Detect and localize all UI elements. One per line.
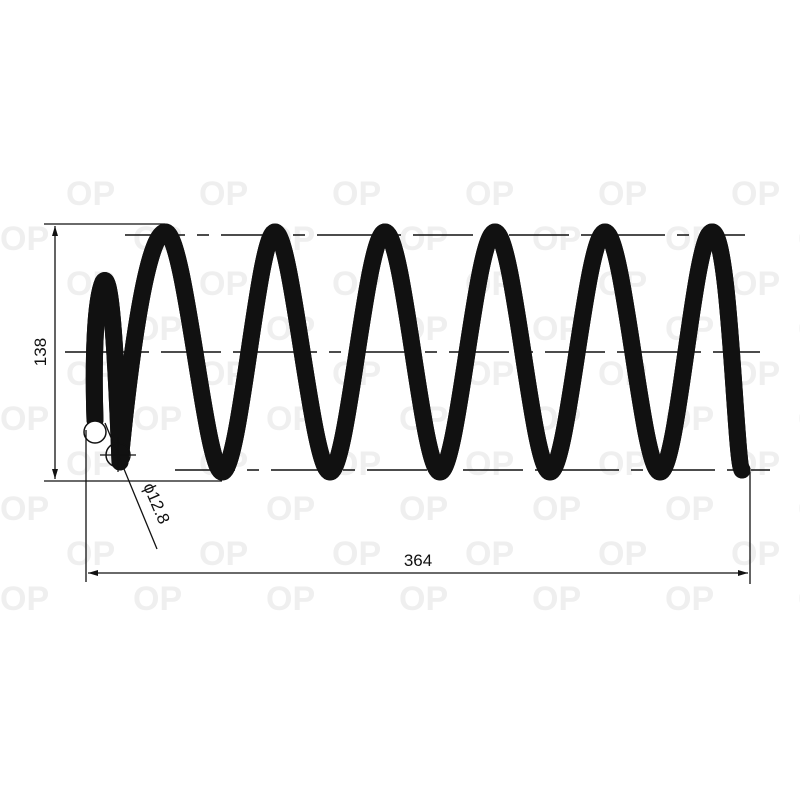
watermark-text: OP	[266, 490, 315, 528]
arrow-down	[52, 469, 58, 479]
watermark-text: OP	[0, 580, 49, 618]
watermark-text: OP	[532, 490, 581, 528]
arrow-left	[88, 570, 98, 576]
watermark-text: OP	[66, 175, 115, 213]
length-dimension-label: 364	[404, 551, 432, 570]
watermark-text: OP	[66, 535, 115, 573]
watermark-text: OP	[0, 220, 49, 258]
watermark-text: OP	[465, 535, 514, 573]
watermark-text: OP	[0, 400, 49, 438]
watermark-text: OP	[133, 580, 182, 618]
arrow-up	[52, 226, 58, 236]
height-dimension-label: 138	[31, 338, 50, 366]
watermark-text: OP	[798, 490, 800, 528]
spring-coil	[94, 232, 742, 472]
diameter-leader	[104, 422, 158, 550]
watermark-text: OP	[199, 175, 248, 213]
watermark-text: OP	[665, 580, 714, 618]
watermark-text: OP	[266, 580, 315, 618]
watermark-text: OP	[199, 265, 248, 303]
watermark-text: OP	[798, 580, 800, 618]
watermark-text: OP	[798, 400, 800, 438]
watermark-text: OP	[598, 175, 647, 213]
watermark-text: OP	[199, 535, 248, 573]
watermark-text: OP	[798, 310, 800, 348]
watermark-text: OP	[332, 175, 381, 213]
watermark-text: OP	[465, 175, 514, 213]
watermark-text: OP	[532, 220, 581, 258]
watermark-text: OP	[0, 490, 49, 528]
watermark-text: OP	[731, 265, 780, 303]
watermark-text: OP	[399, 220, 448, 258]
watermark-text: OP	[798, 220, 800, 258]
watermark-text: OP	[731, 535, 780, 573]
watermark-text: OP	[399, 580, 448, 618]
watermark-text: OP	[532, 580, 581, 618]
watermark-text: OP	[133, 400, 182, 438]
arrow-right	[738, 570, 748, 576]
watermark-text: OP	[66, 445, 115, 483]
watermark-text: OP	[465, 445, 514, 483]
watermark-text: OP	[731, 175, 780, 213]
wire-end-circle	[83, 420, 107, 444]
arrowheads	[52, 226, 748, 576]
watermark-text: OP	[598, 535, 647, 573]
dimension-lines	[44, 223, 751, 584]
watermark-text: OP	[332, 535, 381, 573]
watermark-text: OP	[665, 490, 714, 528]
watermark-text: OP	[399, 490, 448, 528]
watermark-text: OP	[598, 445, 647, 483]
